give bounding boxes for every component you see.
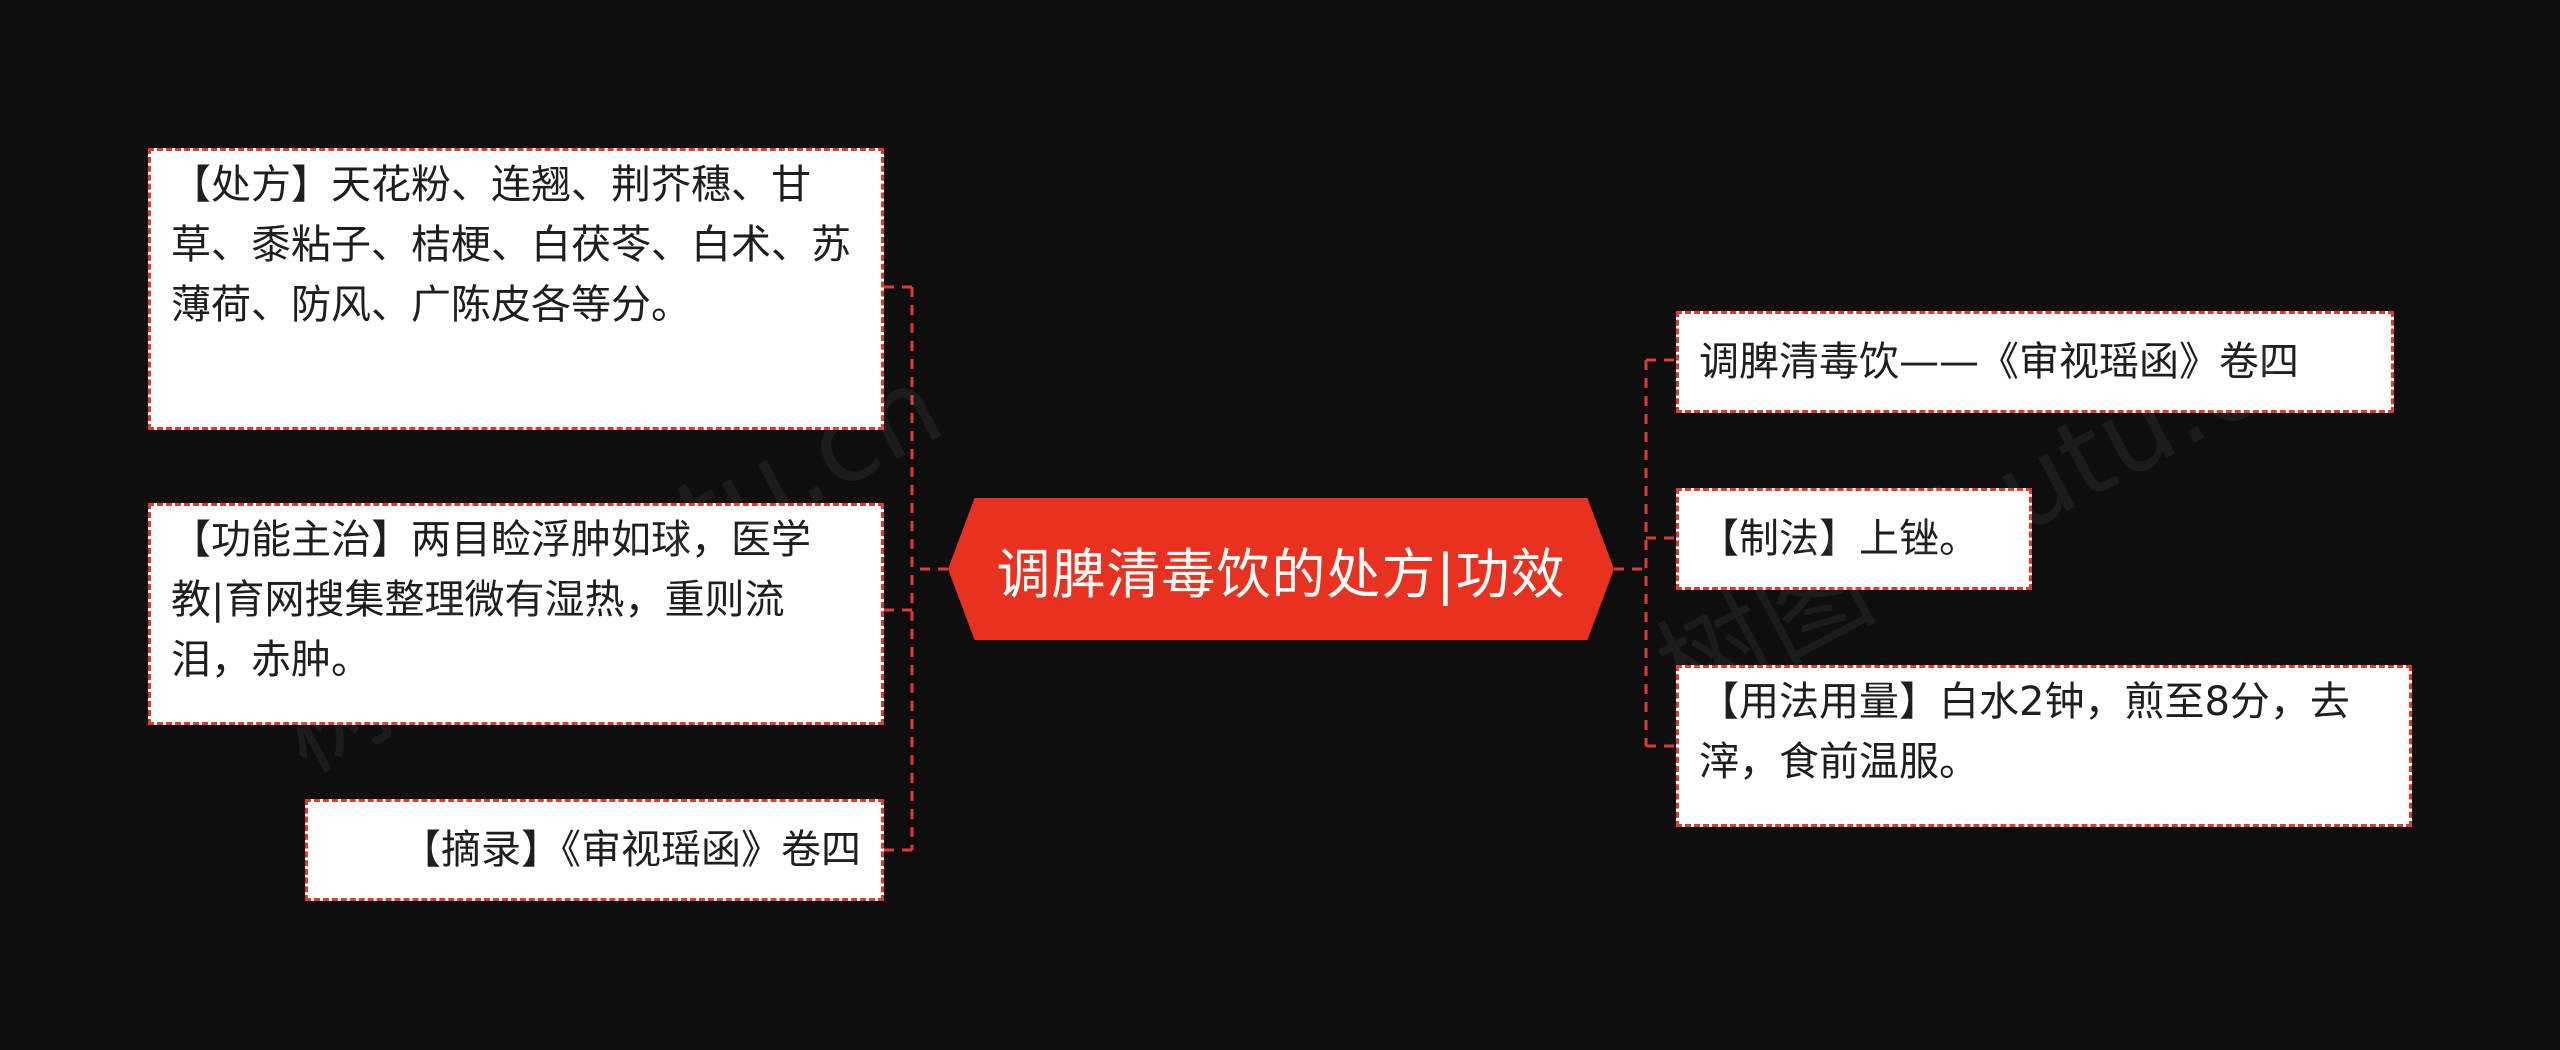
right-node-usage-label: 【用法用量】白水2钟，煎至8分，去滓，食前温服。: [1699, 679, 2350, 785]
right-node-preparation-label: 【制法】上锉。: [1699, 516, 1979, 562]
central-topic-label: 调脾清毒饮的处方|功效: [996, 542, 1566, 606]
left-node-excerpt-label: 【摘录】《审视瑶函》卷四: [401, 827, 861, 873]
right-node-preparation[interactable]: 【制法】上锉。: [1676, 488, 2032, 590]
left-node-indications-label: 【功能主治】两目睑浮肿如球，医学教|育网搜集整理微有湿热，重则流泪，赤肿。: [171, 517, 811, 683]
right-node-source-label: 调脾清毒饮——《审视瑶函》卷四: [1699, 339, 2299, 385]
left-node-prescription[interactable]: 【处方】天花粉、连翘、荆芥穗、甘草、黍粘子、桔梗、白茯苓、白术、苏薄荷、防风、广…: [148, 148, 884, 430]
left-node-excerpt[interactable]: 【摘录】《审视瑶函》卷四: [305, 799, 884, 901]
right-node-source[interactable]: 调脾清毒饮——《审视瑶函》卷四: [1676, 311, 2394, 413]
central-topic[interactable]: 调脾清毒饮的处方|功效: [948, 498, 1614, 640]
left-node-indications[interactable]: 【功能主治】两目睑浮肿如球，医学教|育网搜集整理微有湿热，重则流泪，赤肿。: [148, 503, 884, 725]
left-node-prescription-label: 【处方】天花粉、连翘、荆芥穗、甘草、黍粘子、桔梗、白茯苓、白术、苏薄荷、防风、广…: [171, 162, 851, 328]
right-node-usage[interactable]: 【用法用量】白水2钟，煎至8分，去滓，食前温服。: [1676, 665, 2412, 827]
